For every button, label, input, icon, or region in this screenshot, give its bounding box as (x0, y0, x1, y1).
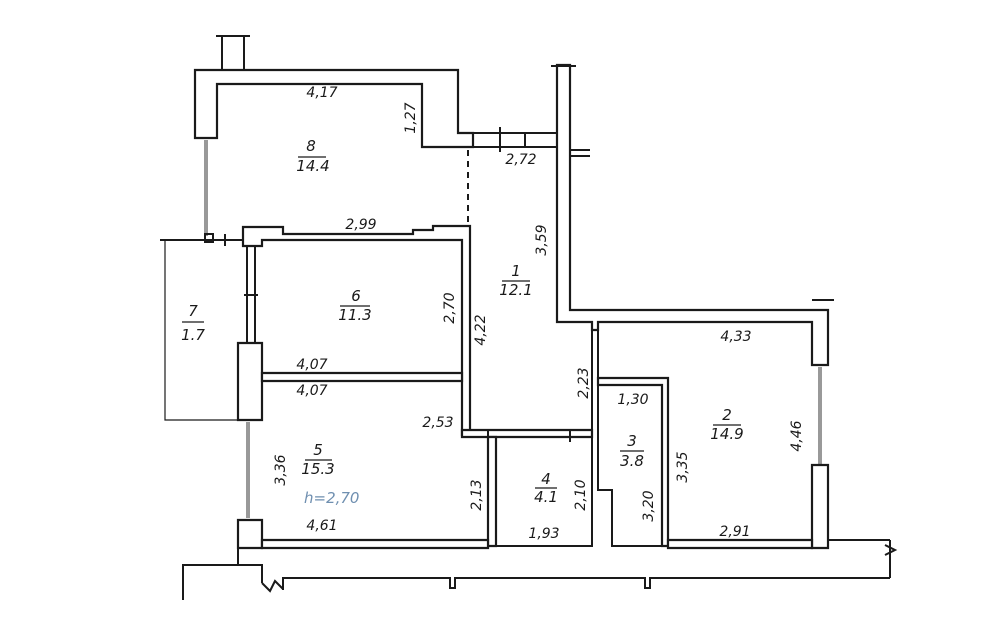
svg-text:2,13: 2,13 (469, 479, 485, 510)
room-4-label: 44.1 (534, 470, 558, 506)
room-1-label: 112.1 (499, 262, 532, 299)
svg-text:14.4: 14.4 (296, 157, 329, 175)
svg-text:3: 3 (627, 432, 637, 450)
svg-text:2,23: 2,23 (576, 367, 592, 398)
svg-text:2: 2 (722, 406, 732, 424)
svg-text:8: 8 (306, 137, 316, 155)
svg-text:12.1: 12.1 (499, 281, 532, 299)
svg-text:14.9: 14.9 (710, 425, 743, 443)
svg-text:1,27: 1,27 (403, 102, 419, 133)
svg-text:11.3: 11.3 (338, 306, 371, 324)
svg-text:3,35: 3,35 (675, 451, 691, 482)
svg-text:2,72: 2,72 (505, 152, 536, 168)
svg-text:4,17: 4,17 (306, 85, 337, 101)
svg-text:2,70: 2,70 (442, 292, 458, 323)
svg-text:4,33: 4,33 (720, 329, 751, 345)
svg-text:1,30: 1,30 (617, 392, 648, 408)
svg-text:4,46: 4,46 (789, 420, 805, 451)
svg-text:2,91: 2,91 (719, 524, 750, 540)
svg-text:1,93: 1,93 (528, 526, 559, 542)
svg-text:1: 1 (511, 262, 521, 280)
walls (160, 35, 898, 600)
svg-text:1.7: 1.7 (181, 326, 205, 344)
room-3-label: 33.8 (620, 432, 644, 470)
svg-text:3,59: 3,59 (534, 224, 550, 255)
svg-text:4.1: 4.1 (534, 488, 558, 506)
svg-text:3,20: 3,20 (641, 490, 657, 521)
room-labels: 814.4 112.1 611.3 71.7 515.3 44.1 33.8 2… (181, 137, 744, 506)
svg-text:2,10: 2,10 (573, 479, 589, 510)
svg-text:2,99: 2,99 (345, 217, 376, 233)
svg-text:3,36: 3,36 (273, 454, 289, 485)
room-7-label: 71.7 (181, 302, 205, 344)
room-6-label: 611.3 (338, 287, 371, 324)
svg-text:4,07: 4,07 (296, 383, 327, 399)
svg-text:7: 7 (188, 302, 198, 320)
svg-text:4,07: 4,07 (296, 357, 327, 373)
dimension-labels: 4,17 1,27 2,72 3,59 2,99 2,70 4,22 4,07 … (273, 85, 805, 542)
svg-text:3.8: 3.8 (620, 452, 644, 470)
room-2-label: 214.9 (710, 406, 743, 443)
room-5-label: 515.3 (301, 441, 334, 478)
svg-text:4: 4 (541, 470, 551, 488)
svg-text:15.3: 15.3 (301, 460, 334, 478)
svg-text:4,61: 4,61 (306, 518, 337, 534)
svg-text:2,53: 2,53 (422, 415, 453, 431)
svg-text:4,22: 4,22 (473, 314, 489, 345)
svg-text:5: 5 (313, 441, 323, 459)
room-8-label: 814.4 (296, 137, 329, 175)
ceiling-height: h=2,70 (304, 489, 359, 507)
svg-text:6: 6 (351, 287, 361, 305)
